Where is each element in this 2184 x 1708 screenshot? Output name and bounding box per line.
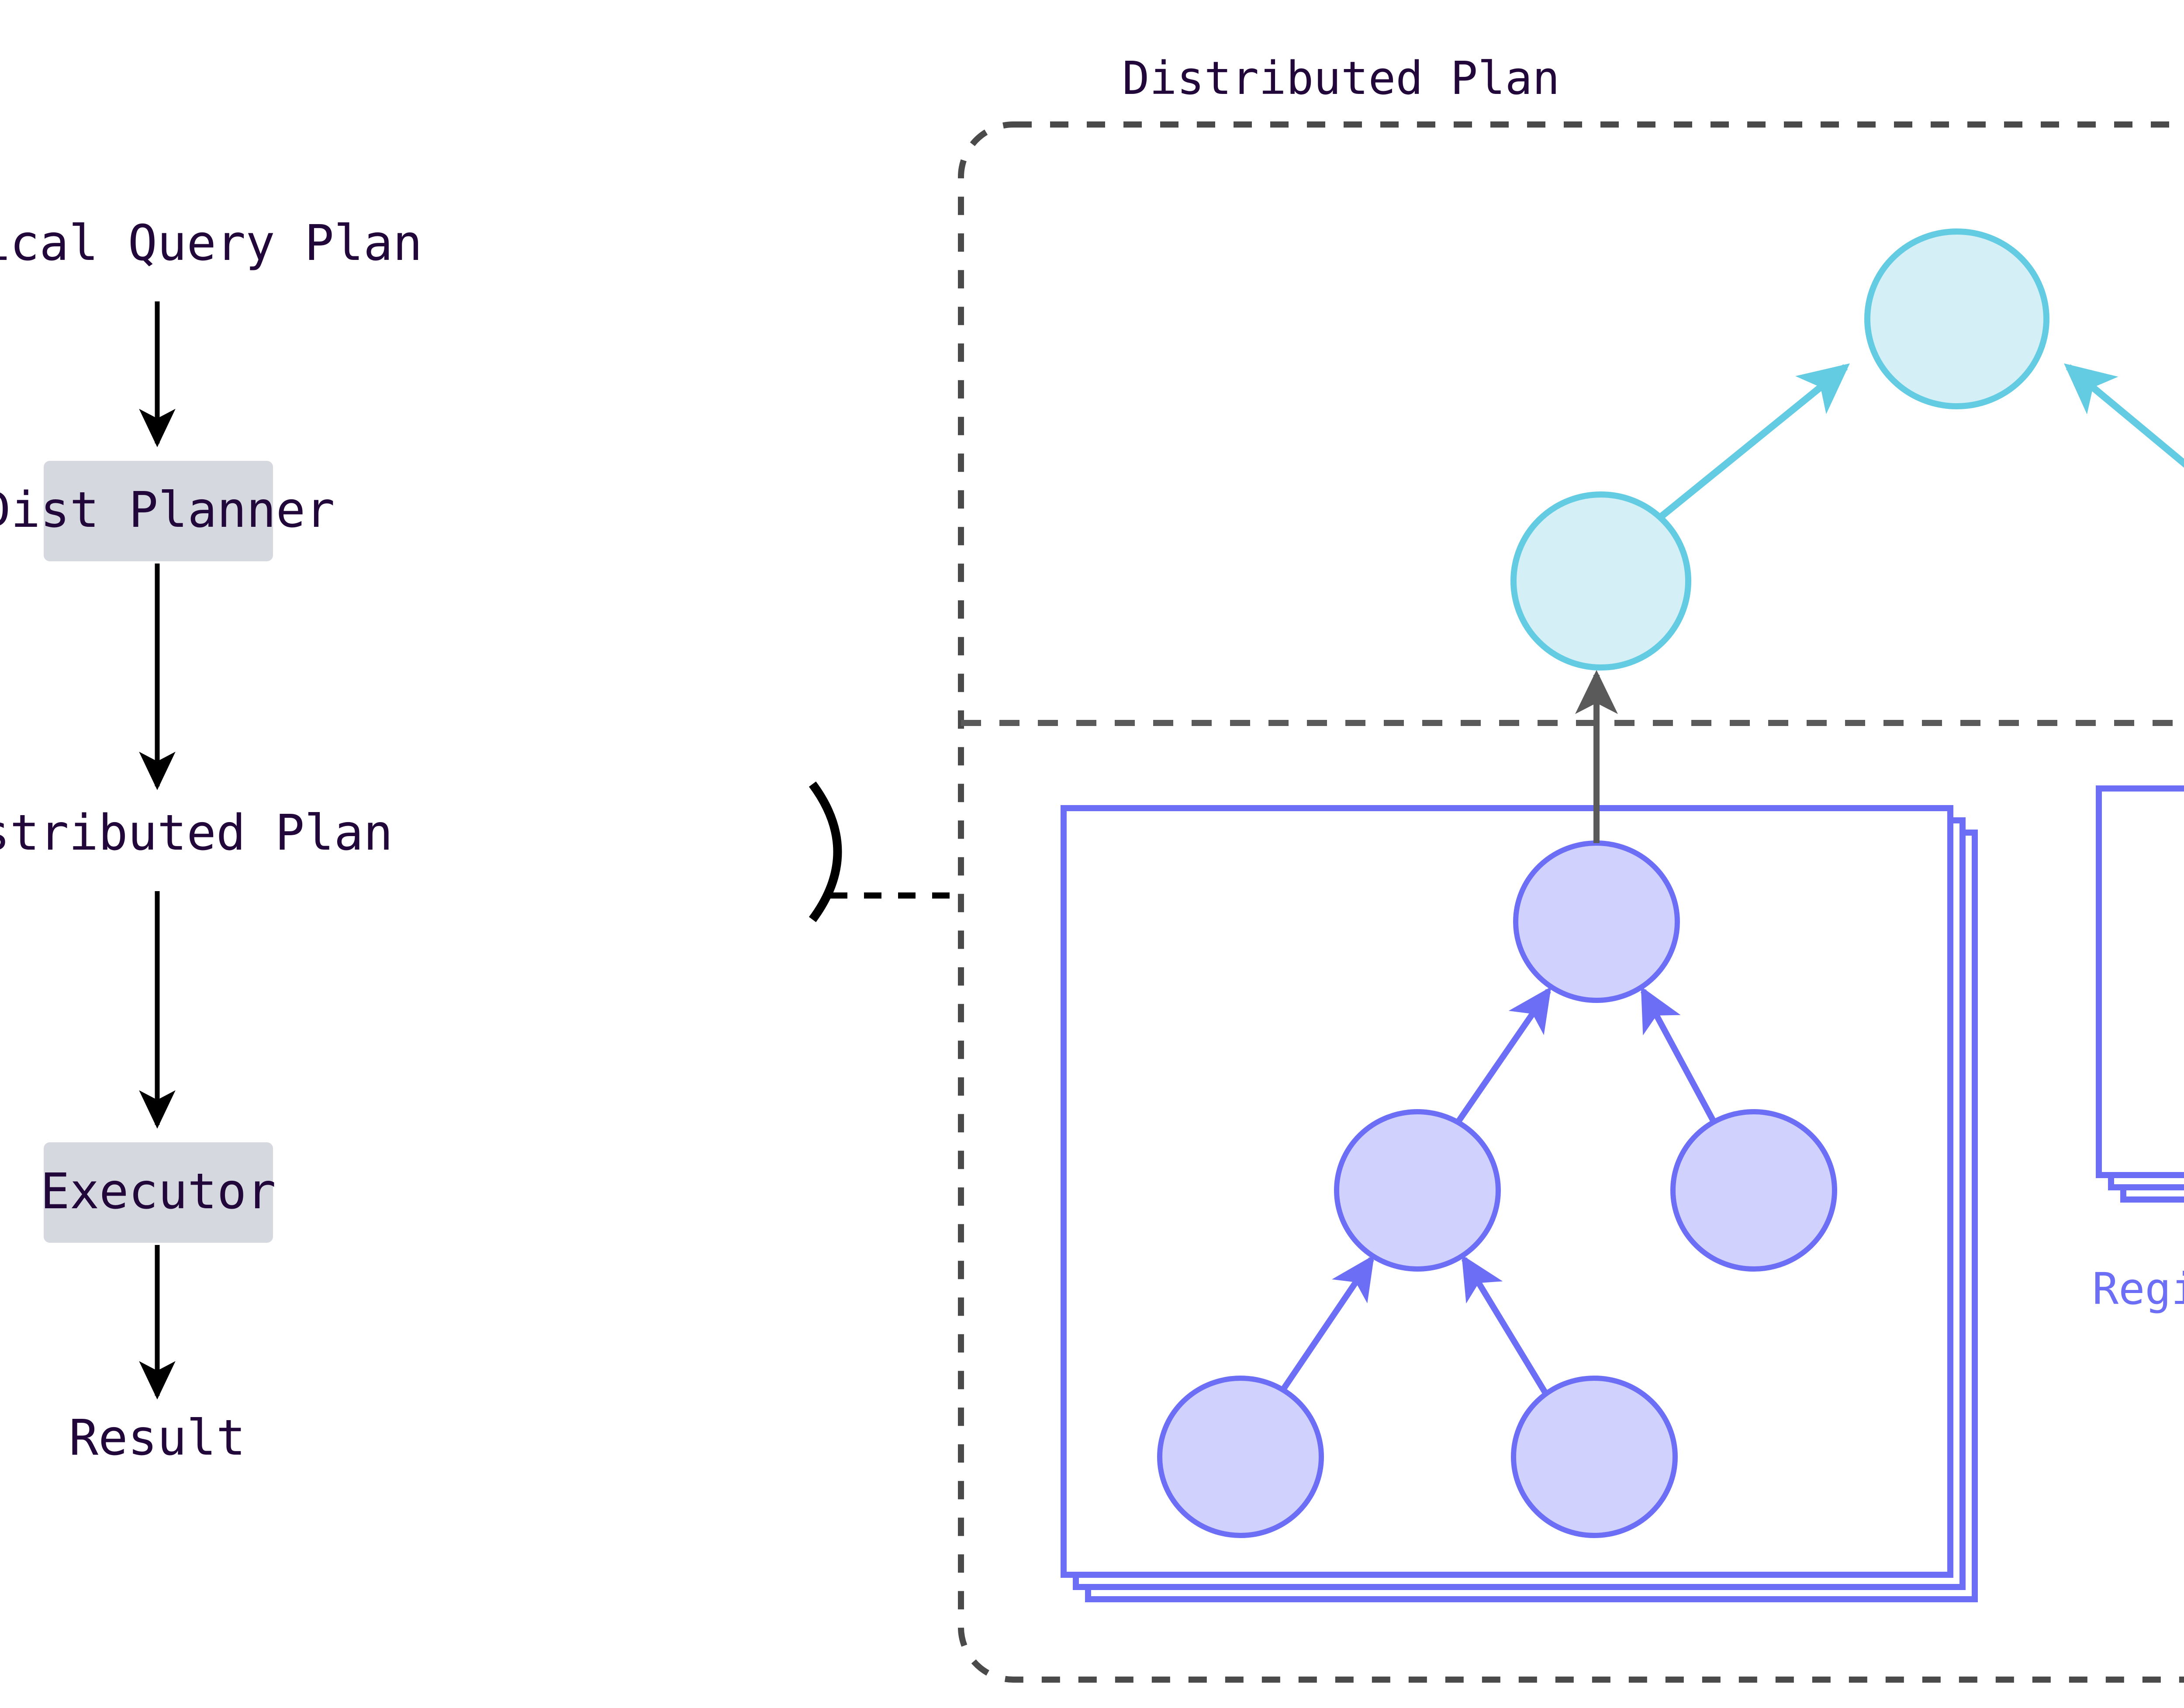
flow-label-result: Result — [69, 1410, 246, 1466]
datanode-plan-node-leaf-right[interactable] — [1511, 1376, 1678, 1538]
datanode-plan-node-leaf-left[interactable] — [1157, 1376, 1324, 1538]
plan-container-title: Distributed Plan — [1122, 52, 1560, 105]
region-stack-large[interactable] — [1061, 805, 1978, 1602]
proc-box-dist-planner[interactable]: Dist Planner — [0, 461, 335, 561]
edge-frontend-right-to-root — [2064, 363, 2184, 468]
plan-brace-icon — [809, 781, 842, 922]
distributed-plan-container: Distributed Plan — [958, 52, 2184, 1683]
regions-label: Regions — [2092, 1263, 2184, 1314]
edge-leafleft-to-midleft — [1277, 1255, 1375, 1396]
plan-container-border — [958, 121, 2184, 1683]
frontend-plan-node-left[interactable] — [1510, 491, 1691, 671]
edge-midright-to-root — [1640, 986, 1720, 1129]
plan-connector — [809, 781, 965, 922]
frontend-plan-tree[interactable] — [1510, 228, 2184, 671]
executor-box[interactable] — [44, 1142, 273, 1243]
edge-leafright-to-midleft — [1462, 1255, 1549, 1396]
flow-label-distributed-plan: Distributed Plan — [0, 805, 393, 861]
datanode-plan-node-root[interactable] — [1513, 840, 1680, 1003]
flow-label-logical-query-plan: Logical Query Plan — [0, 215, 422, 272]
executor-label: Executor — [40, 1163, 276, 1220]
dist-planner-box[interactable] — [44, 461, 273, 561]
region-box-small-layer-1[interactable] — [2096, 785, 2184, 1178]
frontend-plan-node-root[interactable] — [1864, 228, 2049, 409]
dist-planner-label: Dist Planner — [0, 482, 335, 539]
proc-box-executor[interactable]: Executor — [40, 1142, 276, 1243]
datanode-plan-node-mid-left[interactable] — [1334, 1109, 1501, 1272]
left-flow-column: Logical Query Plan Dist Planner Distribu… — [0, 215, 422, 1466]
edge-frontend-left-to-root — [1657, 363, 1850, 521]
datanode-plan-node-mid-right[interactable] — [1670, 1109, 1837, 1272]
region-stack-small[interactable] — [2096, 785, 2184, 1203]
edge-midleft-to-root — [1452, 986, 1552, 1129]
